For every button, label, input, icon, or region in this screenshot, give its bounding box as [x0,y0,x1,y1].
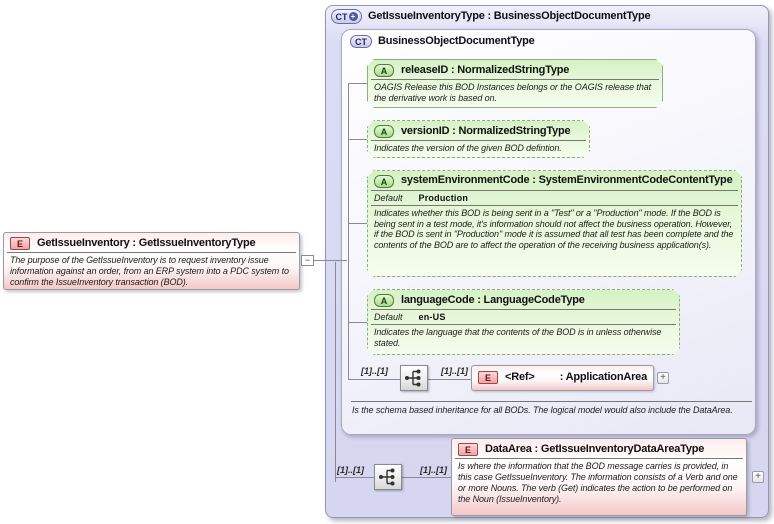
attribute-box-languagecode[interactable]: A languageCode : LanguageCodeType Defaul… [367,289,680,355]
cardinality-label: [1]..[1] [361,366,388,376]
default-label: Default [374,193,403,203]
attribute-default-row: Default Production [368,191,741,205]
cardinality-label: [1]..[1] [420,465,447,475]
complex-type-box-businessobjectdocumenttype[interactable]: CT BusinessObjectDocumentType A releaseI… [341,29,756,435]
default-value: en-US [418,312,446,322]
complex-type-box-getissueinventorytype[interactable]: CT + GetIssueInventoryType : BusinessObj… [325,5,769,518]
divider [351,401,752,402]
complex-type-title: GetIssueInventoryType : BusinessObjectDo… [368,10,651,22]
attribute-box-versionid[interactable]: A versionID : NormalizedStringType Indic… [367,120,590,158]
attribute-description: Indicates the version of the given BOD d… [374,143,562,153]
attribute-title: releaseID : NormalizedStringType [401,64,570,76]
element-title: GetIssueInventory : GetIssueInventoryTyp… [37,237,256,249]
attribute-box-systemenvironmentcode[interactable]: A systemEnvironmentCode : SystemEnvironm… [367,170,742,277]
default-label: Default [374,312,403,322]
connector-line [348,83,367,84]
complex-type-global-badge-icon: CT + [331,9,362,24]
element-badge-icon: E [478,371,498,384]
ref-type: : ApplicationArea [559,371,647,383]
sequence-glyph [379,468,395,486]
base-type-title: BusinessObjectDocumentType [378,35,535,47]
default-value: Production [418,193,469,203]
attribute-badge-icon: A [374,294,394,307]
connector-line [428,379,471,380]
attribute-description: Indicates whether this BOD is being sent… [374,208,734,250]
attribute-description: Indicates the language that the contents… [374,327,662,348]
divider [371,309,676,310]
attribute-badge-icon: A [374,175,394,188]
expand-button-applicationarea[interactable]: + [657,372,669,384]
complex-type-badge-icon: CT [350,35,372,48]
connector-line [314,260,347,261]
divider [371,205,738,206]
connector-line [348,379,400,380]
element-header: E GetIssueInventory : GetIssueInventoryT… [4,233,299,252]
derived-plus-icon: + [348,12,358,21]
divider [371,190,738,191]
element-box-getissueinventory[interactable]: E GetIssueInventory : GetIssueInventoryT… [3,232,300,290]
connector-line [402,477,451,478]
connector-line [335,262,336,482]
element-box-applicationarea-ref[interactable]: E <Ref> : ApplicationArea [471,365,654,391]
connector-line [335,477,374,478]
base-type-footer-note: Is the schema based inheritance for all … [352,405,733,415]
connector-line [348,139,367,140]
divider [371,140,586,141]
attribute-title: versionID : NormalizedStringType [401,125,571,137]
element-badge-icon: E [458,443,478,456]
divider [371,324,676,325]
attribute-title: systemEnvironmentCode : SystemEnvironmen… [401,174,733,186]
cardinality-label: [1]..[1] [441,366,468,376]
sequence-compositor-icon[interactable] [374,464,402,490]
element-box-dataarea[interactable]: E DataArea : GetIssueInventoryDataAreaTy… [451,438,747,516]
attribute-default-row: Default en-US [368,310,679,324]
cardinality-label: [1]..[1] [337,465,364,475]
attribute-description: OAGIS Release this BOD Instances belongs… [374,82,652,103]
sequence-glyph [405,369,421,387]
connector-line [348,223,367,224]
attribute-box-releaseid[interactable]: A releaseID : NormalizedStringType OAGIS… [367,59,663,108]
connector-line [348,83,349,380]
ref-name: <Ref> [505,371,535,383]
element-title: DataArea : GetIssueInventoryDataAreaType [485,443,705,455]
divider [7,252,296,253]
element-description: The purpose of the GetIssueInventory is … [10,255,289,287]
attribute-title: languageCode : LanguageCodeType [401,294,585,306]
divider [371,79,659,80]
attribute-badge-icon: A [374,64,394,77]
connector-line [348,322,367,323]
element-badge-icon: E [10,237,30,250]
attribute-badge-icon: A [374,125,394,138]
collapse-button[interactable]: − [301,255,314,266]
sequence-compositor-icon[interactable] [400,365,428,391]
divider [455,458,743,459]
ct-badge-label: CT [335,11,348,22]
element-description: Is where the information that the BOD me… [458,461,738,504]
expand-button-dataarea[interactable]: + [752,471,764,483]
